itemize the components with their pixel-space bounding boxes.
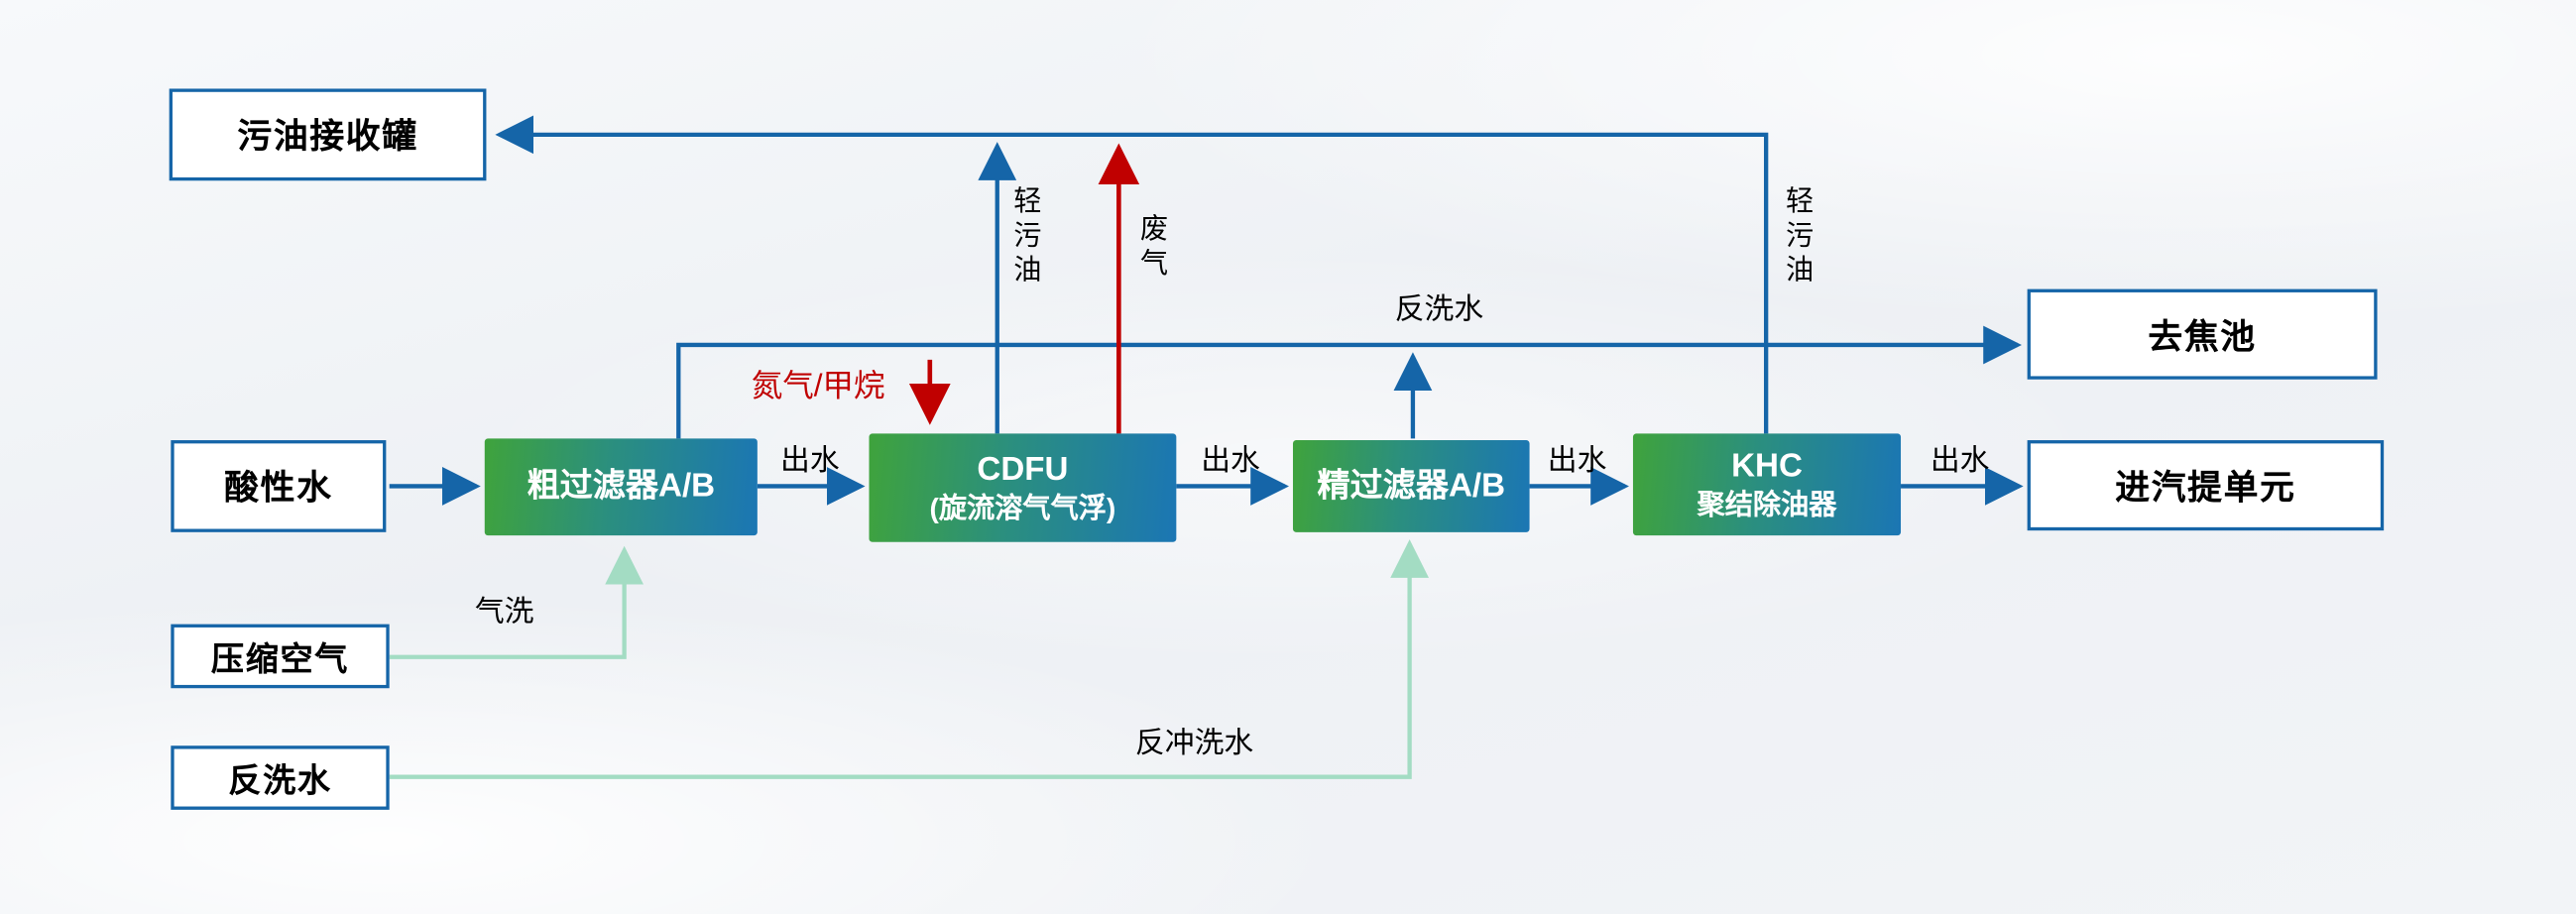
box-cdfu-title: CDFU <box>977 451 1069 488</box>
box-stripping-unit: 进汽提单元 <box>2027 440 2385 531</box>
box-backwash-water: 反洗水 <box>171 745 390 810</box>
label-gas-wash: 气洗 <box>474 594 534 628</box>
line-khc-light-oil-to-tank <box>495 115 1769 434</box>
label-backflush-water: 反冲洗水 <box>1134 726 1254 759</box>
label-outlet-water-2: 出水 <box>1201 443 1260 477</box>
box-khc-coalescer: KHC 聚结除油器 <box>1632 433 1902 536</box>
box-coarse-filter-label: 粗过滤器A/B <box>527 468 716 505</box>
box-fine-filter: 精过滤器A/B <box>1292 440 1530 532</box>
box-fine-filter-label: 精过滤器A/B <box>1317 467 1506 504</box>
label-nitrogen-methane: 氮气/甲烷 <box>751 369 885 404</box>
label-light-oil-khc: 轻污油 <box>1781 185 1813 289</box>
box-khc-subtitle: 聚结除油器 <box>1697 489 1837 521</box>
label-light-oil-cdfu: 轻污油 <box>1008 185 1040 289</box>
label-backwash-water-line: 反洗水 <box>1394 291 1484 326</box>
box-khc-title: KHC <box>1731 448 1803 485</box>
box-coke-pool: 去焦池 <box>2027 288 2378 380</box>
box-compressed-air: 压缩空气 <box>171 624 390 689</box>
label-outlet-water-1: 出水 <box>780 443 840 477</box>
box-oil-receiving-tank: 污油接收罐 <box>169 88 487 181</box>
label-waste-gas: 废气 <box>1134 213 1167 283</box>
box-acid-water: 酸性水 <box>171 440 387 532</box>
label-outlet-water-4: 出水 <box>1930 443 1990 477</box>
arrow-compressed-air-gas-wash <box>389 545 644 659</box>
box-cdfu-subtitle: (旋流溶气气浮) <box>929 492 1116 524</box>
box-coarse-filter: 粗过滤器A/B <box>484 438 758 536</box>
box-cdfu: CDFU (旋流溶气气浮) <box>869 433 1177 542</box>
arrow-backwash-to-fine-filter <box>389 539 1430 779</box>
line-backwash-to-coke-pool <box>676 325 2022 439</box>
label-outlet-water-3: 出水 <box>1547 443 1607 477</box>
